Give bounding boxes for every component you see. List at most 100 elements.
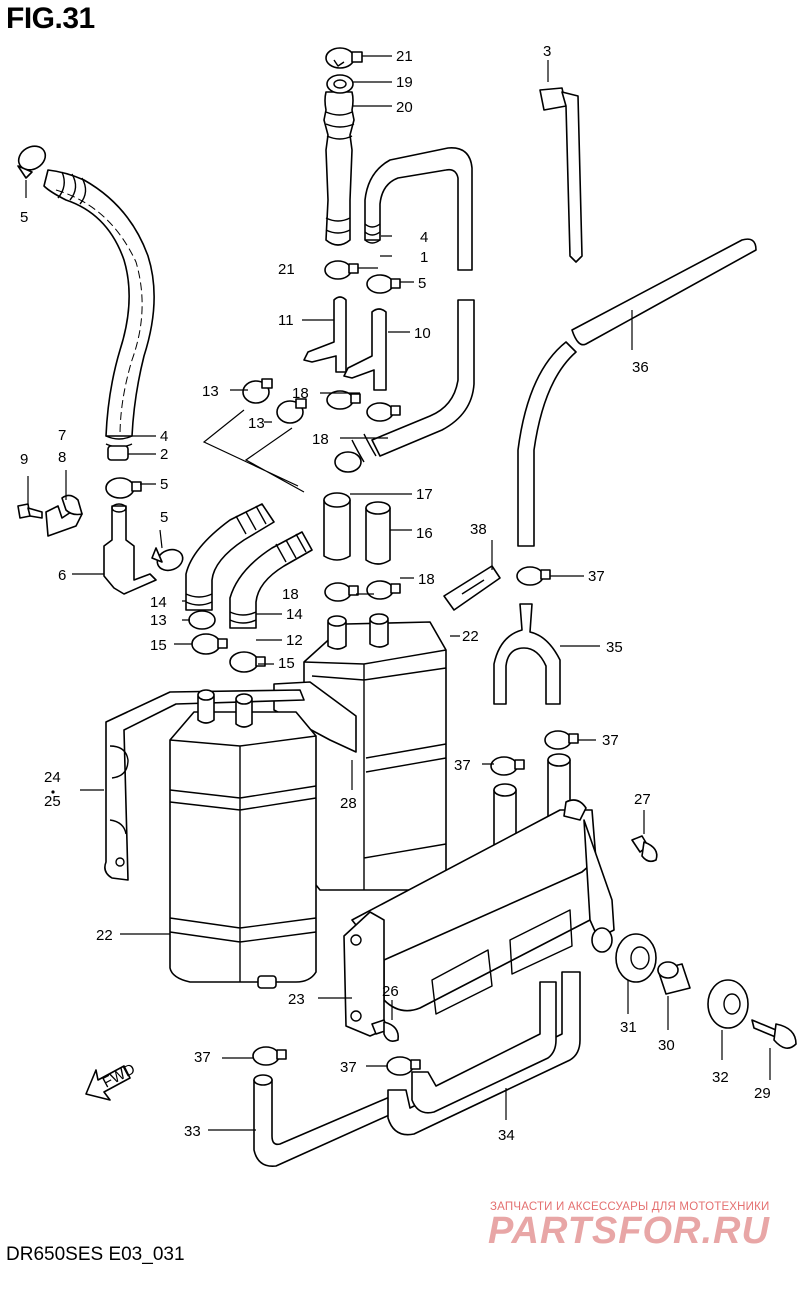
callout-9: 9 [20,451,28,468]
hose-1-upper-right [334,147,475,473]
callout-18: 18 [292,385,309,402]
clamp-13-a [242,378,273,404]
hose-14-left [185,503,275,611]
callout-5: 5 [20,209,28,226]
bolt-26 [371,1019,400,1042]
callout-37: 37 [340,1059,357,1076]
clamp-21-mid [324,260,359,280]
callout-dot [51,790,55,794]
callout-30: 30 [658,1037,675,1054]
callout-22: 22 [462,628,479,645]
fwd-arrow-icon: FWD [85,1060,138,1101]
clamp-15-b [229,651,266,673]
clamp-37-left [490,756,525,776]
watermark-tagline: ЗАПЧАСТИ И АКСЕССУАРЫ ДЛЯ МОТОТЕХНИКИ [490,1201,770,1213]
callout-4: 4 [420,229,428,246]
clamp-3-strap [539,87,583,263]
clamp-21-top [325,47,363,69]
callout-24: 24 [44,769,61,786]
grommet-32 [707,979,749,1029]
clamp-18-a [326,390,361,410]
callout-25: 25 [44,793,61,810]
hose-left-long [43,169,155,461]
bracket-23-tray [343,799,615,1037]
clamp-15-a [191,633,228,655]
callout-16: 16 [416,525,433,542]
callout-18: 18 [418,571,435,588]
hose-34 [387,971,581,1136]
bolt-29 [751,1019,797,1049]
callout-29: 29 [754,1085,771,1102]
diagram-code: DR650SES E03_031 [6,1244,185,1265]
canister-22-upper [303,613,447,891]
callout-38: 38 [470,521,487,538]
callout-37: 37 [602,732,619,749]
callout-15: 15 [150,637,167,654]
callout-7: 7 [58,427,66,444]
callout-15: 15 [278,655,295,672]
tube-16 [365,501,391,565]
callout-31: 31 [620,1019,637,1036]
clamp-5-mid [366,274,401,294]
callout-33: 33 [184,1123,201,1140]
callout-22: 22 [96,927,113,944]
clamp-37-mid [544,730,579,750]
bracket-24 [104,689,305,881]
clamp-5-topleft [17,145,47,179]
callout-34: 34 [498,1127,515,1144]
joint-11 [303,296,347,373]
callout-32: 32 [712,1069,729,1086]
fwd-label: FWD [100,1060,138,1091]
grommet-31 [615,933,657,983]
callout-35: 35 [606,639,623,656]
callout-20: 20 [396,99,413,116]
tube-17 [323,492,351,561]
callout-2: 2 [160,446,168,463]
hose-20 [323,91,355,246]
callout-13: 13 [248,415,265,432]
figure-title: FIG.31 [6,2,95,35]
joint-10 [343,308,387,391]
callout-37: 37 [454,757,471,774]
callout-21: 21 [278,261,295,278]
callout-27: 27 [634,791,651,808]
clamp-13-b [276,398,307,424]
callout-1: 1 [420,249,428,266]
clamp-18-c [324,582,359,602]
callout-5: 5 [160,509,168,526]
callout-8: 8 [58,449,66,466]
callout-19: 19 [396,74,413,91]
callout-11: 11 [278,312,294,329]
callout-23: 23 [288,991,305,1008]
callout-labels: 21 19 20 3 5 4 1 21 5 11 10 36 13 18 13 … [20,43,771,1144]
callout-28: 28 [340,795,357,812]
callout-3: 3 [543,43,551,60]
joint-35 [493,603,561,705]
callout-21: 21 [396,48,413,65]
callout-10: 10 [414,325,431,342]
watermark-logo: PARTSFOR.RU [488,1210,770,1252]
bolt-27 [631,835,658,863]
callout-37: 37 [194,1049,211,1066]
callout-14: 14 [286,606,303,623]
hose-33 [253,1074,397,1167]
callout-17: 17 [416,486,433,503]
callout-36: 36 [632,359,649,376]
callout-12: 12 [286,632,303,649]
hose-36 [517,238,757,547]
callout-26: 26 [382,983,399,1000]
callout-18: 18 [312,431,329,448]
clamp-18-d [366,580,401,600]
callout-13: 13 [202,383,219,400]
callout-18: 18 [282,586,299,603]
clamp-18-b [366,402,401,422]
clamp-13-c [188,610,216,630]
callout-37: 37 [588,568,605,585]
clamp-5-lower [151,547,184,572]
spacer-30 [657,961,691,995]
clamp-5-left [105,477,142,499]
dash-13-bracket [202,409,305,493]
ring-19 [326,74,354,94]
bracket-38 [443,565,501,611]
